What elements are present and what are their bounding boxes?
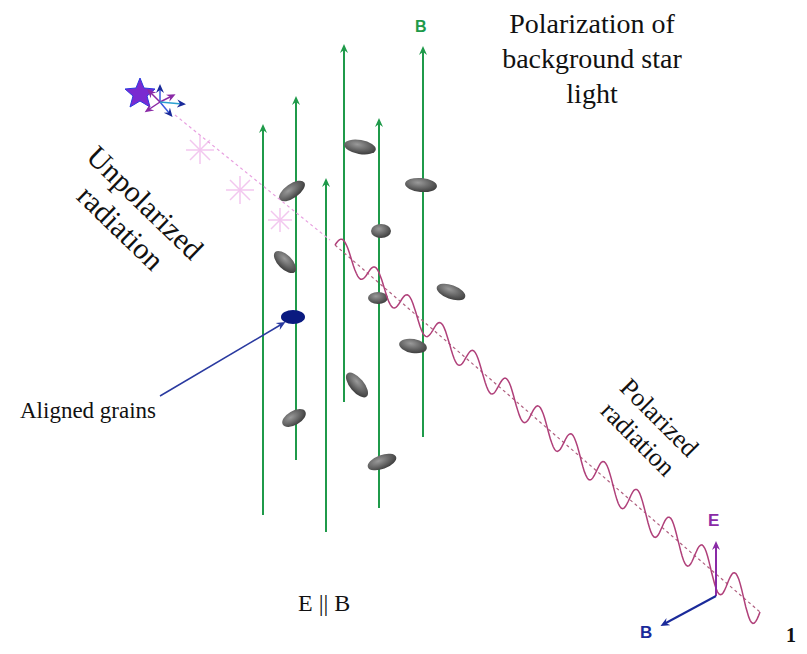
- aligned-grain: [281, 310, 305, 324]
- leader-arrow: [160, 324, 282, 396]
- rotated-label: Polarized radiation: [578, 358, 719, 499]
- field-lines: [263, 48, 423, 532]
- field-label: B: [415, 18, 427, 36]
- unpolarized-waves: [186, 136, 292, 232]
- dust-grains: [270, 137, 467, 473]
- e-vector: [715, 545, 717, 596]
- polarized-wave: [335, 239, 760, 623]
- vector-label: E: [708, 512, 719, 531]
- condition-label: E || B: [298, 590, 350, 616]
- vector-label: B: [640, 624, 652, 643]
- b-vector: [664, 596, 716, 624]
- callout-label: Aligned grains: [20, 398, 156, 423]
- diagram-title: Polarization of background star light: [497, 6, 687, 111]
- star: [125, 78, 182, 114]
- page-number: 1: [786, 624, 796, 646]
